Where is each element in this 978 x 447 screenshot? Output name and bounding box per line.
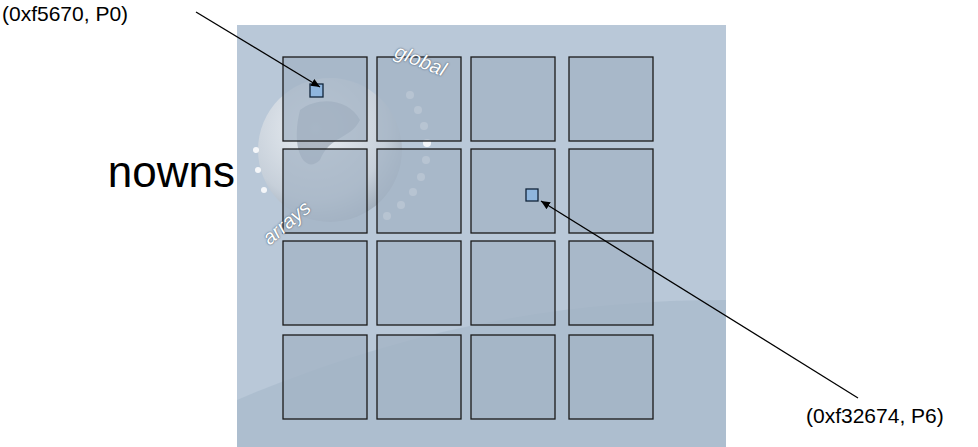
address-label: (0xf5670, P0) [2,2,128,25]
array-block-grid [283,57,653,419]
element-marker [526,189,538,201]
background-panel [237,25,726,447]
element-marker [310,84,323,97]
slide-text: nowns [108,148,235,196]
address-label: (0xf32674, P6) [806,404,944,427]
leader-arrow [196,12,320,87]
leader-arrow [541,201,858,398]
